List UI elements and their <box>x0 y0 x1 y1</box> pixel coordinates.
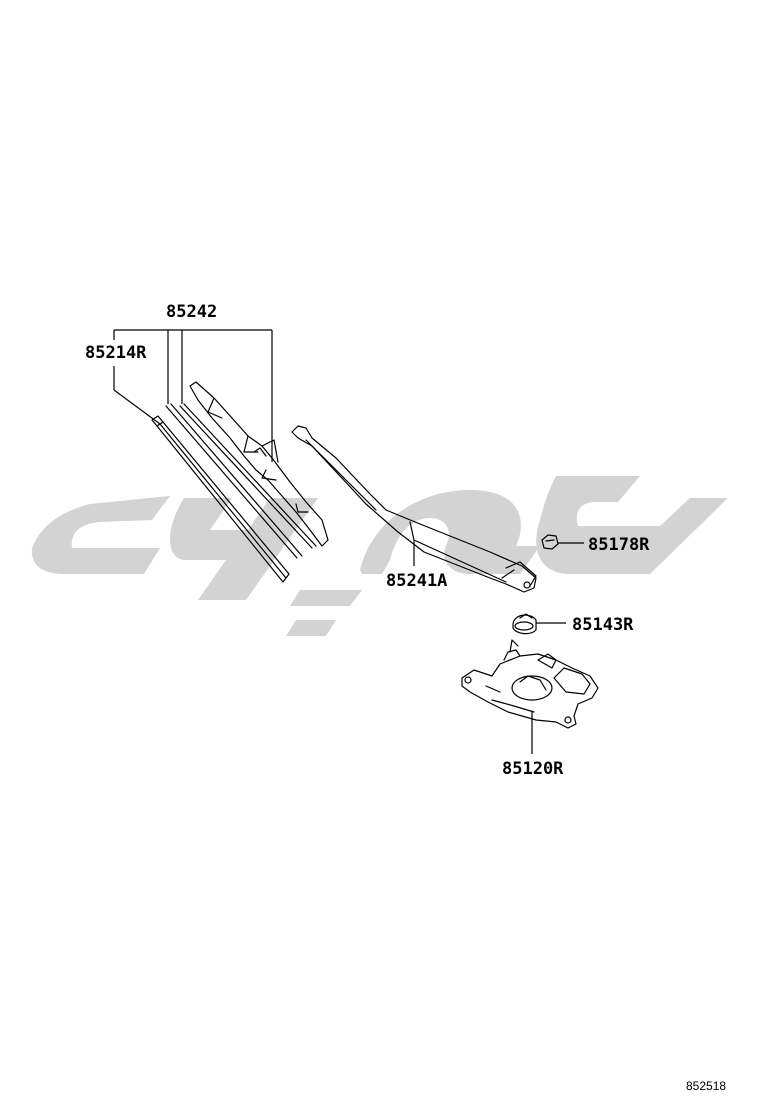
callout-85214r: 85214R <box>85 343 147 363</box>
figure-number: 852518 <box>686 1079 726 1093</box>
callout-85120r: 85120R <box>502 759 564 779</box>
blade-frame-part <box>189 381 329 547</box>
arm-nut-part <box>541 534 559 550</box>
blade-strips <box>165 403 317 559</box>
leader-lines <box>113 329 584 754</box>
blade-insert-part <box>151 415 290 583</box>
callout-85178r: 85178R <box>588 535 650 555</box>
wiper-motor-part <box>461 639 599 729</box>
pivot-cap-part <box>512 613 537 635</box>
callout-85242: 85242 <box>166 302 217 322</box>
watermark-logo <box>31 476 728 636</box>
callout-85143r: 85143R <box>572 615 634 635</box>
callout-85241a: 85241A <box>386 571 447 591</box>
